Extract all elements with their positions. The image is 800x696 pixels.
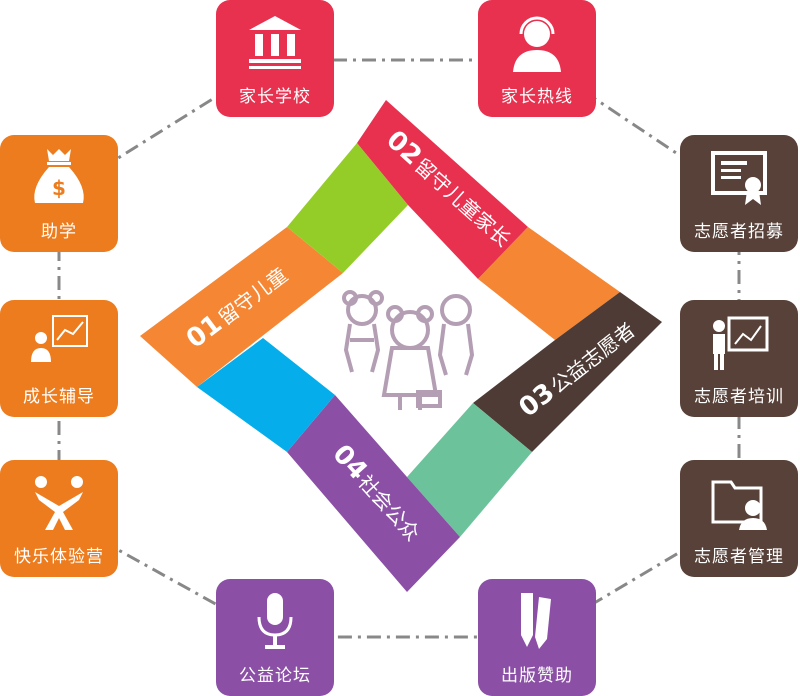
connector-blue	[197, 338, 335, 452]
tile-label: 快乐体验营	[14, 547, 104, 567]
tile-student-aid[interactable]: $ 助学	[0, 135, 118, 252]
connector-orange	[478, 227, 620, 340]
connector-teal	[407, 403, 532, 537]
tile-volunteer-management[interactable]: 志愿者管理	[680, 460, 798, 577]
certificate-icon	[711, 151, 767, 205]
tile-parent-school[interactable]: 家长学校	[216, 0, 334, 117]
tile-parent-hotline[interactable]: 家长热线	[478, 0, 596, 117]
tile-label: 家长学校	[239, 87, 311, 107]
band-04-shape	[287, 395, 460, 592]
pen-icon	[521, 593, 551, 649]
presentation-icon	[713, 316, 769, 370]
band-02-shape	[357, 100, 528, 279]
tile-label: 志愿者招募	[694, 222, 784, 242]
tile-label: 志愿者培训	[694, 387, 784, 407]
tile-publishing-sponsorship[interactable]: 出版赞助	[478, 579, 596, 696]
microphone-icon	[257, 593, 293, 649]
headset-icon	[513, 16, 561, 72]
band-01-shape	[140, 227, 343, 387]
svg-text:$: $	[52, 176, 66, 200]
tile-charity-forum[interactable]: 公益论坛	[216, 579, 334, 696]
teamwork-icon	[35, 476, 83, 530]
building-icon	[249, 16, 301, 69]
children-illustration-icon	[342, 290, 475, 410]
tile-label: 家长热线	[501, 87, 573, 107]
tile-happy-camp[interactable]: 快乐体验营	[0, 460, 118, 577]
tile-label: 成长辅导	[23, 387, 95, 407]
tile-volunteer-recruit[interactable]: 志愿者招募	[680, 135, 798, 252]
money-bag-icon: $	[34, 149, 84, 203]
connector-green	[287, 143, 408, 273]
band-03-shape	[473, 292, 662, 452]
tile-label: 出版赞助	[501, 666, 573, 686]
folder-user-icon	[711, 480, 767, 530]
tile-label: 志愿者管理	[694, 547, 784, 567]
tile-label: 助学	[41, 222, 77, 242]
tile-volunteer-training[interactable]: 志愿者培训	[680, 300, 798, 417]
tutor-chart-icon	[31, 315, 88, 362]
tile-label: 公益论坛	[239, 666, 311, 686]
tile-growth-guidance[interactable]: 成长辅导	[0, 300, 118, 417]
